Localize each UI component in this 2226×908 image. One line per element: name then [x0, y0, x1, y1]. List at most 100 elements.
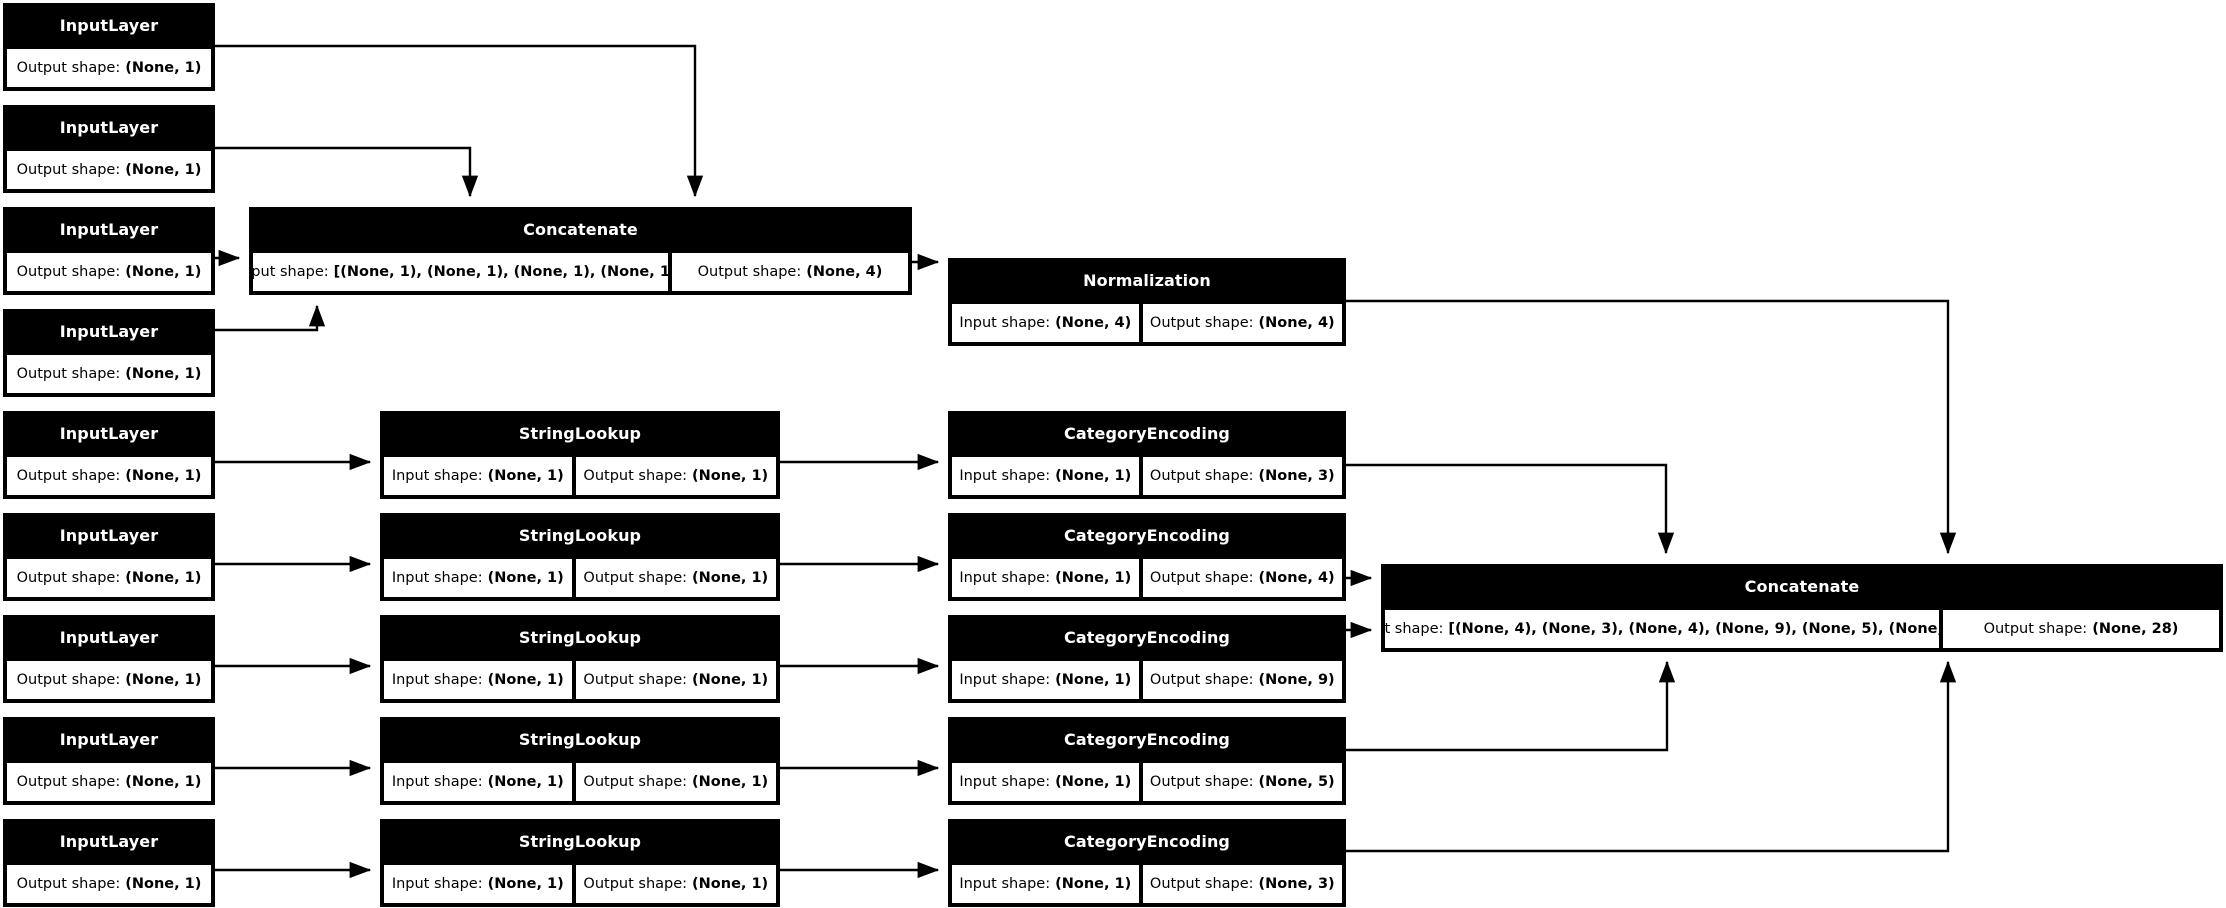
node-shape-row: Output shape:(None, 1) [5, 557, 213, 599]
output-shape-cell-label: Output shape: [16, 876, 121, 892]
output-shape-cell-label: Output shape: [16, 774, 121, 790]
output-shape-cell-value: (None, 3) [1258, 876, 1335, 892]
node-shape-row: Input shape:[(None, 1), (None, 1), (None… [251, 251, 910, 293]
node-shape-row: Input shape:(None, 1)Output shape:(None,… [950, 557, 1344, 599]
output-shape-cell: Output shape:(None, 1) [5, 557, 213, 599]
node-title: StringLookup [382, 821, 778, 863]
node-title: InputLayer [5, 821, 213, 863]
output-shape-cell: Output shape:(None, 28) [1941, 608, 2221, 650]
node-shape-row: Input shape:(None, 1)Output shape:(None,… [382, 761, 778, 803]
output-shape-cell: Output shape:(None, 1) [573, 557, 778, 599]
node-title: CategoryEncoding [950, 821, 1344, 863]
input-shape-cell-value: (None, 1) [487, 570, 564, 586]
edge-catencoding_4-to-concat_all [1346, 660, 1676, 752]
output-shape-cell: Output shape:(None, 1) [5, 863, 213, 905]
input-shape-cell-value: (None, 1) [487, 774, 564, 790]
input-shape-cell-value: (None, 1) [1055, 570, 1132, 586]
output-shape-cell: Output shape:(None, 1) [5, 659, 213, 701]
node-title: CategoryEncoding [950, 719, 1344, 761]
output-shape-cell-label: Output shape: [16, 60, 121, 76]
input-shape-cell-label: Input shape: [391, 774, 483, 790]
output-shape-cell-label: Output shape: [1149, 570, 1254, 586]
output-shape-cell-value: (None, 1) [125, 774, 202, 790]
output-shape-cell-value: (None, 1) [125, 162, 202, 178]
output-shape-cell: Output shape:(None, 1) [5, 251, 213, 293]
node-shape-row: Input shape:(None, 1)Output shape:(None,… [382, 863, 778, 905]
input-shape-cell: Input shape:(None, 1) [382, 863, 574, 905]
node-title: Concatenate [251, 209, 910, 251]
node-concat_all[interactable]: ConcatenateInput shape:[(None, 4), (None… [1381, 564, 2223, 652]
output-shape-cell: Output shape:(None, 1) [573, 455, 778, 497]
node-shape-row: Output shape:(None, 1) [5, 761, 213, 803]
output-shape-cell-label: Output shape: [583, 570, 688, 586]
input-shape-cell: Input shape:(None, 1) [382, 659, 574, 701]
input-shape-cell-value: (None, 1) [1055, 468, 1132, 484]
node-title: InputLayer [5, 5, 213, 47]
output-shape-cell-value: (None, 1) [125, 264, 202, 280]
output-shape-cell-label: Output shape: [1149, 774, 1254, 790]
node-title: InputLayer [5, 413, 213, 455]
output-shape-cell-value: (None, 1) [125, 570, 202, 586]
output-shape-cell: Output shape:(None, 4) [1140, 302, 1344, 344]
input-shape-cell-value: [(None, 4), (None, 3), (None, 4), (None,… [1448, 621, 1941, 637]
output-shape-cell-value: (None, 1) [125, 60, 202, 76]
input-shape-cell-label: Input shape: [391, 468, 483, 484]
node-title: StringLookup [382, 515, 778, 557]
node-shape-row: Output shape:(None, 1) [5, 149, 213, 191]
output-shape-cell-value: (None, 1) [692, 468, 769, 484]
output-shape-cell-value: (None, 5) [1258, 774, 1335, 790]
node-title: StringLookup [382, 719, 778, 761]
input-shape-cell-label: Input shape: [1384, 621, 1444, 637]
input-shape-cell: Input shape:(None, 1) [950, 863, 1141, 905]
node-shape-row: Output shape:(None, 1) [5, 47, 213, 89]
output-shape-cell: Output shape:(None, 1) [5, 353, 213, 395]
input-shape-cell-value: (None, 4) [1055, 315, 1132, 331]
node-shape-row: Output shape:(None, 1) [5, 251, 213, 293]
input-shape-cell-label: Input shape: [959, 672, 1051, 688]
edge-normalization-to-concat_all [1346, 299, 1957, 555]
input-shape-cell: Input shape:(None, 4) [950, 302, 1141, 344]
output-shape-cell: Output shape:(None, 1) [5, 149, 213, 191]
node-concat_numeric[interactable]: ConcatenateInput shape:[(None, 1), (None… [249, 207, 912, 295]
edge-input_4-to-concat_numeric [215, 304, 326, 332]
node-shape-row: Output shape:(None, 1) [5, 863, 213, 905]
node-shape-row: Input shape:(None, 1)Output shape:(None,… [950, 863, 1344, 905]
node-shape-row: Output shape:(None, 1) [5, 659, 213, 701]
output-shape-cell-value: (None, 1) [692, 876, 769, 892]
output-shape-cell-label: Output shape: [583, 672, 688, 688]
node-title: InputLayer [5, 617, 213, 659]
input-shape-cell: Input shape:[(None, 1), (None, 1), (None… [251, 251, 670, 293]
input-shape-cell-label: Input shape: [959, 876, 1051, 892]
input-shape-cell-label: Input shape: [959, 774, 1051, 790]
output-shape-cell-value: (None, 4) [806, 264, 883, 280]
output-shape-cell-label: Output shape: [16, 162, 121, 178]
node-shape-row: Input shape:(None, 1) Output shape:(None,… [382, 659, 778, 701]
input-shape-cell-value: [(None, 1), (None, 1), (None, 1), (None,… [333, 264, 670, 280]
node-title: InputLayer [5, 719, 213, 761]
output-shape-cell-label: Output shape: [16, 366, 121, 382]
node-title: Concatenate [1383, 566, 2221, 608]
output-shape-cell: Output shape:(None, 9) [1140, 659, 1344, 701]
node-shape-row: Output shape:(None, 1) [5, 455, 213, 497]
output-shape-cell-value: (None, 1) [692, 672, 769, 688]
